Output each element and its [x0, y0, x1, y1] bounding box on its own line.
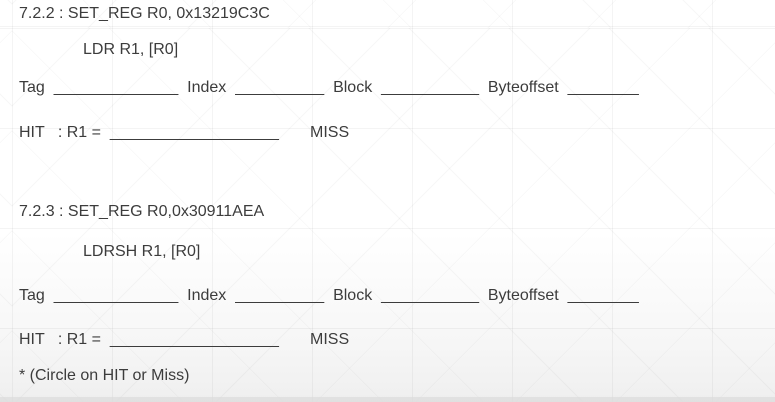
- exercise-722-address-fields-blanks: Tag ______________ Index __________ Bloc…: [19, 79, 639, 96]
- exercise-723-heading: 7.2.3 : SET_REG R0,0x30911AEA: [19, 203, 265, 220]
- exercise-723-hit-miss-line: HIT : R1 = ___________________ MISS: [19, 331, 350, 348]
- exercise-723-instruction: LDRSH R1, [R0]: [83, 243, 201, 260]
- exercise-723-address-fields-blanks: Tag ______________ Index __________ Bloc…: [19, 287, 639, 304]
- page-bottom-edge: [0, 397, 775, 402]
- exercise-722-heading: 7.2.2 : SET_REG R0, 0x13219C3C: [19, 5, 270, 22]
- exercise-722-hit-miss-line: HIT : R1 = ___________________ MISS: [19, 124, 350, 141]
- footnote: * (Circle on HIT or Miss): [19, 367, 190, 384]
- exercise-722-instruction: LDR R1, [R0]: [83, 41, 179, 58]
